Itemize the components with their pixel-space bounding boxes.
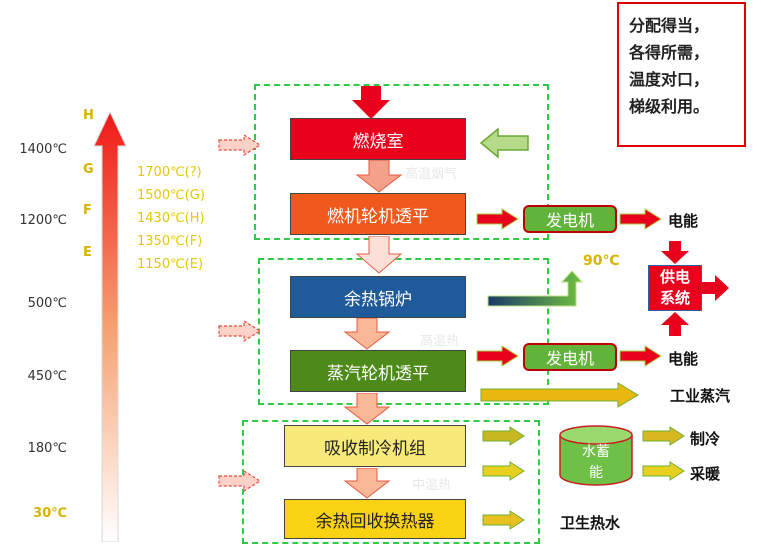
- faint-label-high-temp-flue: 高温烟气: [405, 167, 458, 182]
- temp-90c-label: 90℃: [583, 253, 620, 269]
- water-storage-label: 水蓄 能: [575, 442, 617, 484]
- generator-2: 发电机: [523, 343, 617, 371]
- temp-label-180: 180℃: [27, 441, 67, 456]
- heat-recovery-exchanger-box: 余热回收换热器: [284, 499, 466, 539]
- gas-turbine-group: [254, 84, 549, 240]
- cooling-output: 制冷: [690, 430, 721, 448]
- power-supply-line-2: 系统: [659, 289, 690, 307]
- heat-input-arrow-3: [218, 470, 262, 492]
- note-line-1: 分配得当，: [629, 16, 710, 35]
- steam-turbine-box: 蒸汽轮机透平: [290, 350, 466, 392]
- note-line-2: 各得所需，: [629, 43, 710, 62]
- temp-label-450: 450℃: [27, 369, 67, 384]
- heat-input-arrow-1: [218, 134, 262, 156]
- combustion-temp-2: 1500℃(G): [137, 188, 205, 203]
- grade-letter-h: H: [83, 108, 94, 123]
- temp-label-1200: 1200℃: [19, 213, 67, 228]
- combustion-temperature-list: 1700℃(?) 1500℃(G) 1430℃(H) 1350℃(F) 1150…: [137, 161, 205, 276]
- electricity-output-1: 电能: [668, 212, 699, 230]
- power-out-arrow: [701, 275, 729, 301]
- combustion-temp-1: 1700℃(?): [137, 165, 202, 180]
- water-storage-line-2: 能: [589, 465, 603, 481]
- hot-water-arrow: [482, 510, 525, 530]
- combustion-temp-5: 1150℃(E): [137, 257, 204, 272]
- electricity-output-2: 电能: [668, 350, 699, 368]
- power-in-arrow-top: [661, 241, 689, 264]
- waste-heat-boiler-box: 余热锅炉: [290, 276, 466, 318]
- principle-note: 分配得当， 各得所需， 温度对口， 梯级利用。: [617, 2, 746, 147]
- gas-turbine-to-generator-arrow: [476, 208, 519, 230]
- heating-arrow: [642, 461, 685, 481]
- faint-label-high-temp-heat: 高温热: [420, 334, 460, 349]
- combustion-temp-4: 1350℃(F): [137, 234, 203, 249]
- cooling-arrow: [642, 426, 685, 446]
- hot-water-output: 卫生热水: [560, 514, 621, 532]
- flow-arrow-2: [355, 236, 403, 274]
- fuel-input-arrow: [352, 86, 390, 119]
- grade-letter-e: E: [83, 245, 92, 260]
- note-line-3: 温度对口，: [629, 70, 710, 89]
- combustion-temp-3: 1430℃(H): [137, 211, 205, 226]
- temp-label-1400: 1400℃: [19, 142, 67, 157]
- power-in-arrow-bottom: [661, 312, 689, 336]
- air-input-arrow: [480, 127, 529, 159]
- flow-arrow-3: [343, 318, 391, 350]
- chiller-out-arrow-1: [482, 426, 525, 446]
- note-line-4: 梯级利用。: [629, 97, 710, 116]
- steam-turbine-to-generator-arrow: [476, 345, 519, 367]
- power-supply-line-1: 供电: [659, 268, 690, 286]
- heating-output: 采暖: [690, 465, 721, 483]
- industrial-steam-arrow: [480, 382, 639, 408]
- power-supply-system-box: 供电 系统: [648, 265, 702, 311]
- temp-label-500: 500℃: [27, 296, 67, 311]
- flow-arrow-4: [343, 393, 391, 425]
- grade-letter-g: G: [83, 162, 94, 177]
- heat-input-arrow-2: [218, 320, 262, 342]
- industrial-steam-output: 工业蒸汽: [670, 387, 731, 405]
- chiller-out-arrow-2: [482, 461, 525, 481]
- gas-turbine-box: 燃机轮机透平: [290, 193, 466, 235]
- combustion-chamber-box: 燃烧室: [290, 118, 466, 160]
- exhaust-90c-arrow: [487, 270, 584, 307]
- generator-2-to-electricity-arrow: [619, 345, 662, 367]
- generator-1-to-electricity-arrow: [619, 208, 662, 230]
- water-storage-line-1: 水蓄: [582, 444, 610, 460]
- absorption-chiller-box: 吸收制冷机组: [284, 425, 466, 467]
- flow-arrow-1: [355, 160, 403, 193]
- generator-1: 发电机: [523, 205, 617, 233]
- faint-label-mid-temp-heat: 中温热: [412, 478, 452, 493]
- temperature-gradient-arrow: [93, 112, 127, 542]
- flow-arrow-5: [343, 468, 391, 499]
- temp-label-30: 30℃: [33, 506, 67, 521]
- grade-letter-f: F: [83, 203, 92, 218]
- water-storage-cylinder: [559, 425, 633, 486]
